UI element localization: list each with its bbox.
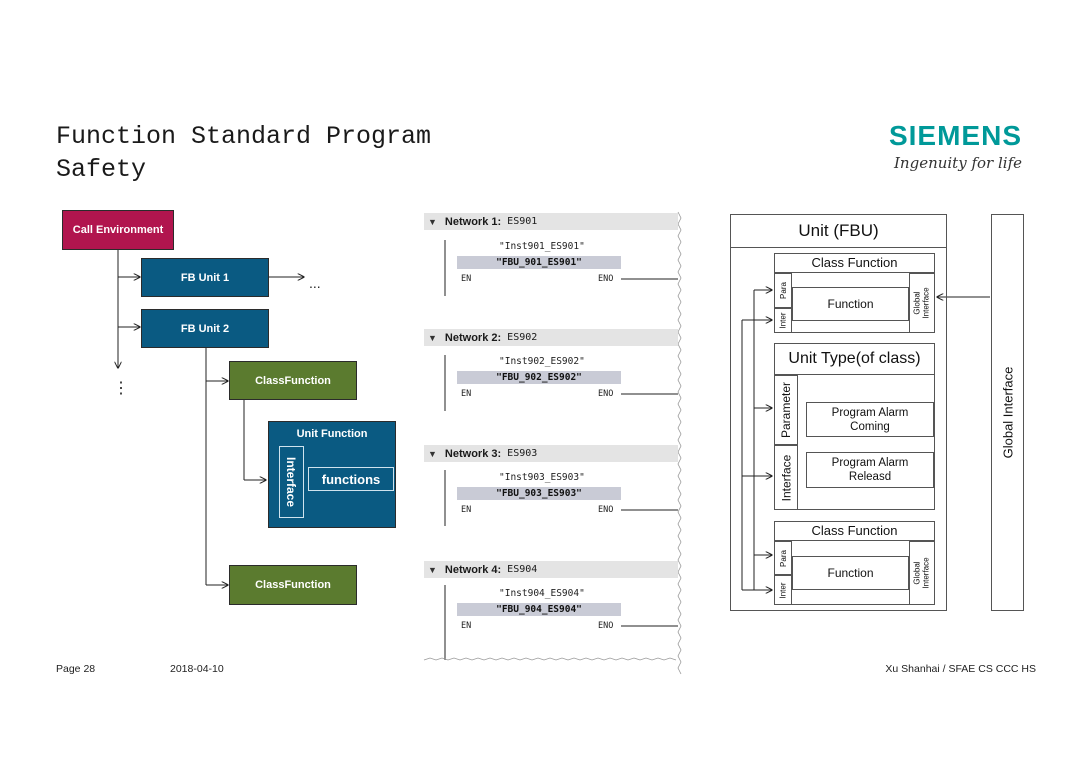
- logo-tagline: Ingenuity for life: [894, 154, 1022, 172]
- footer-date: 2018-04-10: [170, 663, 224, 675]
- network-2-en: EN: [461, 389, 472, 399]
- interface-label-right: Interface: [779, 454, 794, 501]
- network-1-es: ES901: [507, 216, 538, 227]
- network-4-en: EN: [461, 621, 472, 631]
- network-1-label: Network 1:: [444, 215, 502, 228]
- collapse-triangle-icon[interactable]: ▼: [428, 216, 437, 227]
- network-3-label: Network 3:: [444, 447, 502, 460]
- network-1-en: EN: [461, 274, 472, 284]
- network-3-header[interactable]: ▼ Network 3: ES903: [424, 445, 678, 462]
- network-1-header[interactable]: ▼ Network 1: ES901: [424, 213, 678, 230]
- network-3-fb-name: "FBU_903_ES903": [496, 488, 582, 499]
- network-2-eno: ENO: [598, 389, 614, 399]
- interface-box: Interface: [279, 446, 304, 518]
- functions-box: functions: [308, 467, 394, 491]
- global-interface-column: [991, 214, 1024, 611]
- network-3-en: EN: [461, 505, 472, 515]
- global-interface-small-bottom-label: Global Interface: [913, 557, 931, 589]
- unit-type-title: Unit Type(of class): [774, 343, 935, 375]
- parameter-label: Parameter: [779, 381, 793, 439]
- siemens-logo: SIEMENS Ingenuity for life: [889, 120, 1022, 172]
- network-2-es: ES902: [507, 332, 538, 343]
- alarm-coming-box: [806, 402, 934, 437]
- inter-label-bottom: Inter: [778, 581, 788, 599]
- fb-unit-1-box: FB Unit 1: [141, 258, 269, 297]
- network-4-header[interactable]: ▼ Network 4: ES904: [424, 561, 678, 578]
- slide-title: Function Standard Program Safety: [56, 120, 431, 186]
- network-2-fb-name: "FBU_902_ES902": [496, 372, 582, 383]
- footer-page: Page 28: [56, 663, 96, 675]
- logo-brand: SIEMENS: [888, 120, 1022, 151]
- unit-function-box: Unit Function Interface functions: [268, 421, 396, 528]
- ellipsis-horizontal: ...: [309, 275, 321, 291]
- network-3-instance: "Inst903_ES903": [499, 472, 585, 483]
- network-4-eno: ENO: [598, 621, 614, 631]
- parameter-box: [774, 375, 798, 445]
- unit-fbu-title: Unit (FBU): [798, 221, 879, 240]
- network-3-fb-block[interactable]: "FBU_903_ES903": [457, 487, 621, 500]
- call-environment-label: Call Environment: [72, 224, 164, 236]
- global-interface-small-top: [909, 273, 935, 333]
- alarm-coming-label: Program Alarm Coming: [831, 406, 909, 433]
- global-interface-small-top-label: Global Interface: [913, 287, 931, 319]
- collapse-triangle-icon[interactable]: ▼: [428, 332, 437, 343]
- para-label-top: Para: [778, 282, 788, 299]
- network-1-fb-name: "FBU_901_ES901": [496, 257, 582, 268]
- class-function-box-1: ClassFunction: [229, 361, 357, 400]
- global-interface-label: Global Interface: [1000, 366, 1015, 459]
- title-line-2: Safety: [56, 155, 147, 184]
- function-bottom-label: Function: [827, 566, 874, 580]
- fb-unit-2-box: FB Unit 2: [141, 309, 269, 348]
- interface-label: Interface: [284, 456, 299, 508]
- function-bottom-box: [792, 556, 909, 590]
- class-function-top-title: Class Function: [774, 253, 935, 273]
- class-function-label-1: ClassFunction: [255, 374, 331, 387]
- inter-box-top: [774, 308, 792, 333]
- network-1-fb-block[interactable]: "FBU_901_ES901": [457, 256, 621, 269]
- fb-unit-2-label: FB Unit 2: [180, 322, 230, 335]
- class-function-bottom-title: Class Function: [774, 521, 935, 541]
- network-3-eno: ENO: [598, 505, 614, 515]
- ellipsis-vertical: ⋮: [113, 380, 129, 397]
- function-top-box: [792, 287, 909, 321]
- inter-label-top: Inter: [778, 312, 788, 329]
- network-4-fb-block[interactable]: "FBU_904_ES904": [457, 603, 621, 616]
- collapse-triangle-icon[interactable]: ▼: [428, 448, 437, 459]
- alarm-released-label: Program Alarm Releasd: [831, 457, 909, 483]
- function-top-label: Function: [827, 297, 874, 311]
- network-4-es: ES904: [507, 564, 538, 575]
- network-2-label: Network 2:: [444, 331, 502, 344]
- network-2-fb-block[interactable]: "FBU_902_ES902": [457, 371, 621, 384]
- footer-author: Xu Shanhai / SFAE CS CCC HS: [885, 663, 1036, 675]
- network-4-fb-name: "FBU_904_ES904": [496, 604, 582, 615]
- inter-box-bottom: [774, 575, 792, 605]
- network-4-instance: "Inst904_ES904": [499, 588, 585, 599]
- collapse-triangle-icon[interactable]: ▼: [428, 564, 437, 575]
- network-2-instance: "Inst902_ES902": [499, 356, 585, 367]
- para-box-top: [774, 273, 792, 308]
- alarm-released-box: [806, 452, 934, 488]
- call-environment-box: Call Environment: [62, 210, 174, 250]
- para-box-bottom: [774, 541, 792, 575]
- class-function-label-2: ClassFunction: [255, 579, 331, 591]
- unit-function-label: Unit Function: [296, 428, 368, 440]
- network-4-label: Network 4:: [444, 563, 502, 576]
- class-function-box-2: ClassFunction: [229, 565, 357, 605]
- network-1-instance: "Inst901_ES901": [499, 241, 585, 252]
- functions-label: functions: [321, 471, 381, 487]
- unit-fbu-header: [730, 214, 947, 248]
- global-interface-small-bottom: [909, 541, 935, 605]
- network-3-es: ES903: [507, 448, 538, 459]
- interface-box-right: [774, 445, 798, 510]
- network-2-header[interactable]: ▼ Network 2: ES902: [424, 329, 678, 346]
- fb-unit-1-label: FB Unit 1: [180, 271, 230, 284]
- network-1-eno: ENO: [598, 274, 614, 284]
- para-label-bottom: Para: [778, 549, 788, 567]
- title-line-1: Function Standard Program: [56, 122, 432, 151]
